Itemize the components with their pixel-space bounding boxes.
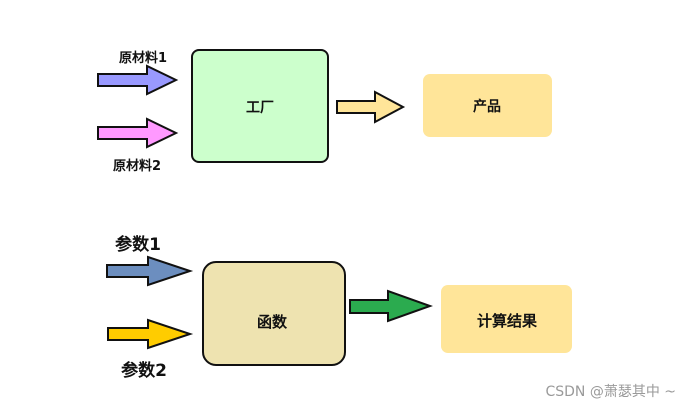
param1-arrow [106, 255, 194, 287]
input1-label: 原材料1 [119, 50, 167, 66]
product-box [423, 74, 552, 137]
factory-output-arrow [336, 90, 406, 124]
input2-arrow [97, 117, 179, 149]
result-label: 计算结果 [477, 312, 538, 330]
param2-arrow [107, 318, 194, 350]
factory-box [191, 49, 329, 163]
factory-label: 工厂 [246, 100, 274, 116]
input2-label: 原材料2 [113, 158, 161, 174]
function-box [202, 261, 346, 366]
function-label: 函数 [257, 313, 288, 331]
watermark-text: CSDN @萧瑟其中 ~ [545, 384, 676, 400]
param2-label: 参数2 [121, 360, 167, 381]
param1-label: 参数1 [115, 234, 161, 255]
product-label: 产品 [473, 98, 501, 115]
input1-arrow [97, 64, 179, 96]
result-box [441, 285, 572, 353]
function-output-arrow [349, 289, 433, 323]
